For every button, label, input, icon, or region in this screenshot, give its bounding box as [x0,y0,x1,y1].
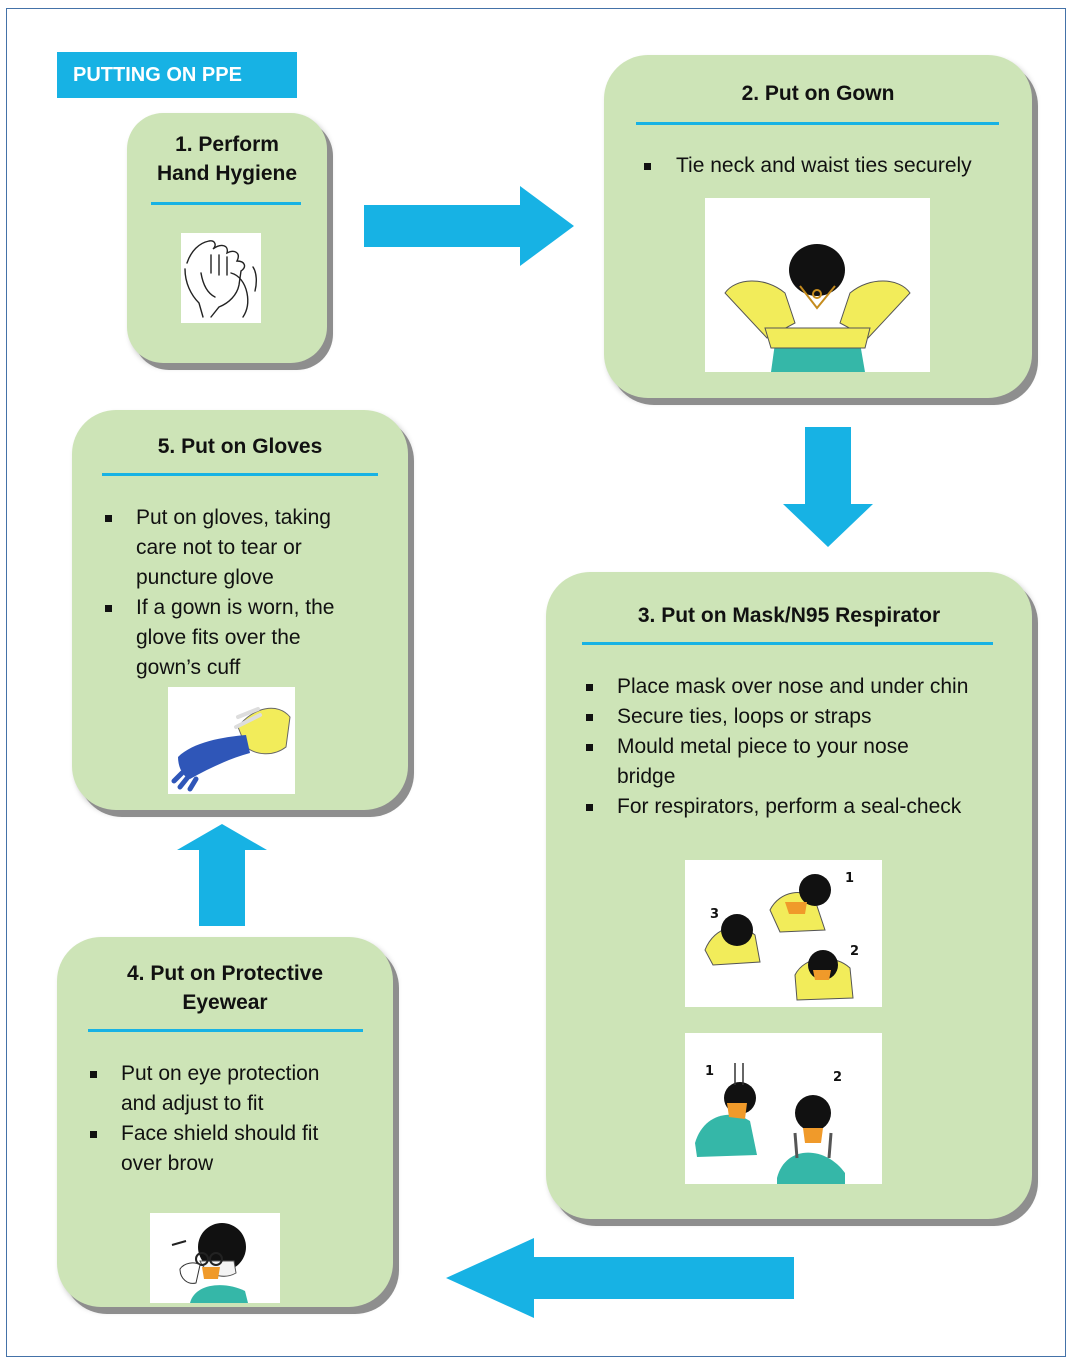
seal-check-image: 1 2 [685,1033,882,1184]
step5-rule [102,473,378,476]
arrow-up [177,824,267,926]
step4-bullet-continuation: over brow [121,1152,214,1175]
step1-card: 1. Perform Hand Hygiene [127,113,327,363]
step2-bullets: Tie neck and waist ties securely [644,151,1024,181]
step3-bullet: Mould metal piece to your nose [586,732,1026,762]
step4-title-line2: Eyewear [182,991,268,1014]
step5-title: 5. Put on Gloves [157,435,323,458]
gloves-image [168,687,295,794]
step2-title: 2. Put on Gown [741,82,895,105]
step3-bullet: For respirators, perform a seal-check [586,792,1026,822]
arrow-down [783,427,873,547]
step5-bullet: If a gown is worn, the [105,593,405,623]
step3-bullet-continuation: bridge [617,765,676,788]
arrow-left [446,1238,794,1318]
step2-bullet: Tie neck and waist ties securely [644,151,1024,181]
mask-step-label-1: 1 [845,871,854,886]
seal-step-label-1: 1 [705,1064,714,1079]
seal-step-label-2: 2 [833,1070,842,1085]
seal-check-icon: 1 2 [695,1063,845,1184]
step3-title: 3. Put on Mask/N95 Respirator [637,604,941,627]
gown-tie-icon [724,244,911,372]
banner-title: PUTTING ON PPE [73,63,242,86]
step1-title: 1. Perform Hand Hygiene [127,130,327,188]
arrow-right [364,186,574,266]
step5-bullets: Put on gloves, taking care not to tear o… [105,503,405,683]
step1-title-line2: Hand Hygiene [156,162,298,185]
mask-step-label-3: 3 [710,907,719,922]
step5-bullet: Put on gloves, taking [105,503,405,533]
mask-ties-image: 1 2 3 [685,860,882,1007]
mask-step-label-2: 2 [850,944,859,959]
step1-rule [151,202,301,205]
step4-bullet: Face shield should fit [90,1119,380,1149]
step4-bullets: Put on eye protection and adjust to fit … [90,1059,380,1179]
hand-hygiene-image [181,233,261,323]
eyewear-icon [171,1223,248,1303]
step3-bullet: Place mask over nose and under chin [586,672,1026,702]
step4-title-line1: 4. Put on Protective [126,962,324,985]
step4-bullet-continuation: and adjust to fit [121,1092,264,1115]
step3-card: 3. Put on Mask/N95 Respirator Place mask… [546,572,1032,1219]
step5-bullet-continuation: gown’s cuff [136,656,241,679]
hands-icon [184,240,258,318]
step3-bullet: Secure ties, loops or straps [586,702,1026,732]
step2-card: 2. Put on Gown Tie neck and waist ties s… [604,55,1032,398]
gown-image [705,198,930,372]
step4-card: 4. Put on Protective Eyewear Put on eye … [57,937,393,1307]
step4-title: 4. Put on Protective Eyewear [57,959,393,1017]
section-banner: PUTTING ON PPE [57,52,297,98]
step1-title-line1: 1. Perform [175,133,279,156]
mask-tying-sequence-icon: 1 2 3 [704,871,859,1001]
step2-rule [636,122,999,125]
page-frame [6,8,1066,1357]
step3-bullets: Place mask over nose and under chin Secu… [586,672,1026,822]
step5-bullet-continuation: care not to tear or [136,536,302,559]
step5-bullet-continuation: glove fits over the [136,626,301,649]
step3-rule [582,642,993,645]
step4-bullet: Put on eye protection [90,1059,380,1089]
gloves-icon [171,707,291,792]
eyewear-image [150,1213,280,1303]
step5-card: 5. Put on Gloves Put on gloves, taking c… [72,410,408,810]
step4-rule [88,1029,363,1032]
step5-bullet-continuation: puncture glove [136,566,274,589]
